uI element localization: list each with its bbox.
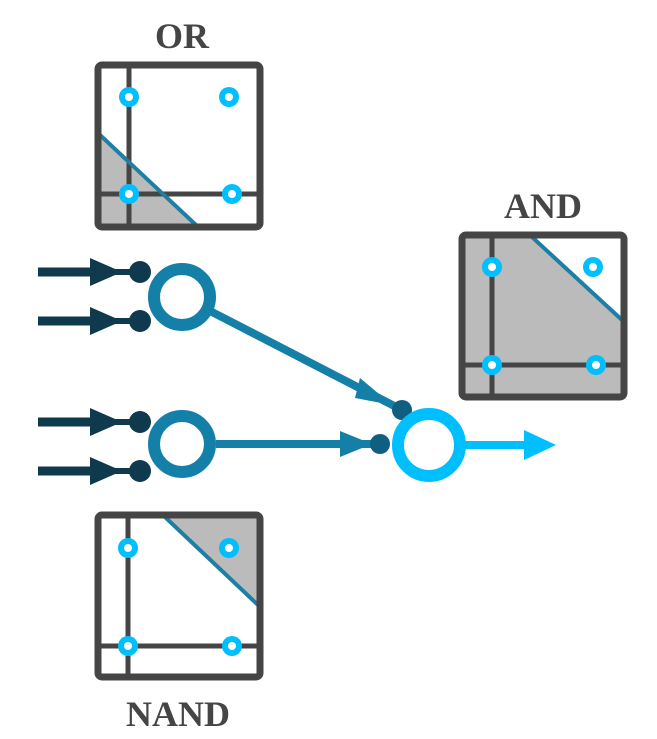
nand-data-point [118, 538, 138, 558]
or-decision-line [100, 133, 198, 225]
and-gate-label: AND [504, 186, 582, 226]
nand-gate-label: NAND [126, 694, 230, 734]
nand-decision-line [163, 517, 258, 607]
input-arrow [38, 457, 151, 485]
nand-data-point [219, 538, 239, 558]
nand-neuron [148, 410, 216, 478]
and-data-point [583, 257, 603, 277]
input-arrow [38, 307, 151, 335]
connection-arrow [216, 431, 390, 457]
input-arrow [38, 258, 151, 286]
or-gate-box [94, 61, 264, 231]
connection-arrow [210, 308, 412, 420]
and-data-point [482, 355, 502, 375]
and-data-point [482, 257, 502, 277]
output-arrow [462, 430, 556, 460]
nand-data-point [118, 636, 138, 656]
or-data-point [222, 184, 242, 204]
nand-gate-box [94, 511, 264, 681]
input-arrow [38, 408, 151, 436]
or-data-point [119, 87, 139, 107]
and-shaded-region [464, 237, 622, 395]
or-data-point [219, 87, 239, 107]
and-gate-box [458, 231, 628, 401]
nand-data-point [222, 636, 242, 656]
or-neuron [148, 263, 216, 331]
and-data-point [586, 355, 606, 375]
and-decision-line [530, 237, 622, 322]
or-data-point [119, 184, 139, 204]
and-output-neuron [392, 408, 466, 482]
or-gate-label: OR [155, 16, 210, 56]
